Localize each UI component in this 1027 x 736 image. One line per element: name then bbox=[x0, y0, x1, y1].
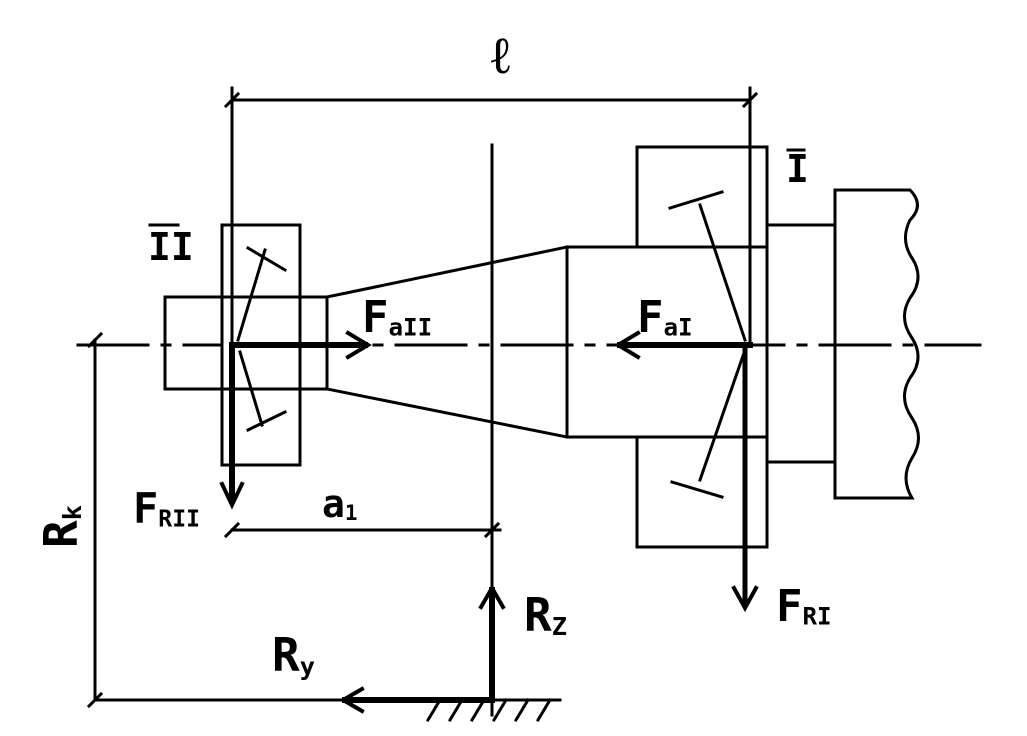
fr1-label: FRI bbox=[776, 581, 832, 632]
rz-label: RZ bbox=[524, 588, 567, 642]
rk-label: Rk bbox=[34, 505, 88, 548]
taper-top bbox=[325, 245, 569, 299]
a1-label: a1 bbox=[322, 482, 358, 526]
fa2-label: FaII bbox=[362, 292, 433, 343]
bearing-i-label: I bbox=[786, 147, 809, 191]
fr2-label: FRII bbox=[133, 484, 201, 533]
bearing-i-housing-bottom bbox=[635, 435, 769, 549]
bearing-i-housing-top bbox=[635, 145, 769, 249]
length-label: ℓ bbox=[488, 26, 513, 86]
bearing-ii-label: II bbox=[148, 225, 194, 269]
right-housing bbox=[833, 188, 920, 500]
ry-label: Ry bbox=[272, 628, 315, 682]
fa1-label: FaI bbox=[637, 292, 693, 343]
taper-bottom bbox=[325, 387, 569, 439]
